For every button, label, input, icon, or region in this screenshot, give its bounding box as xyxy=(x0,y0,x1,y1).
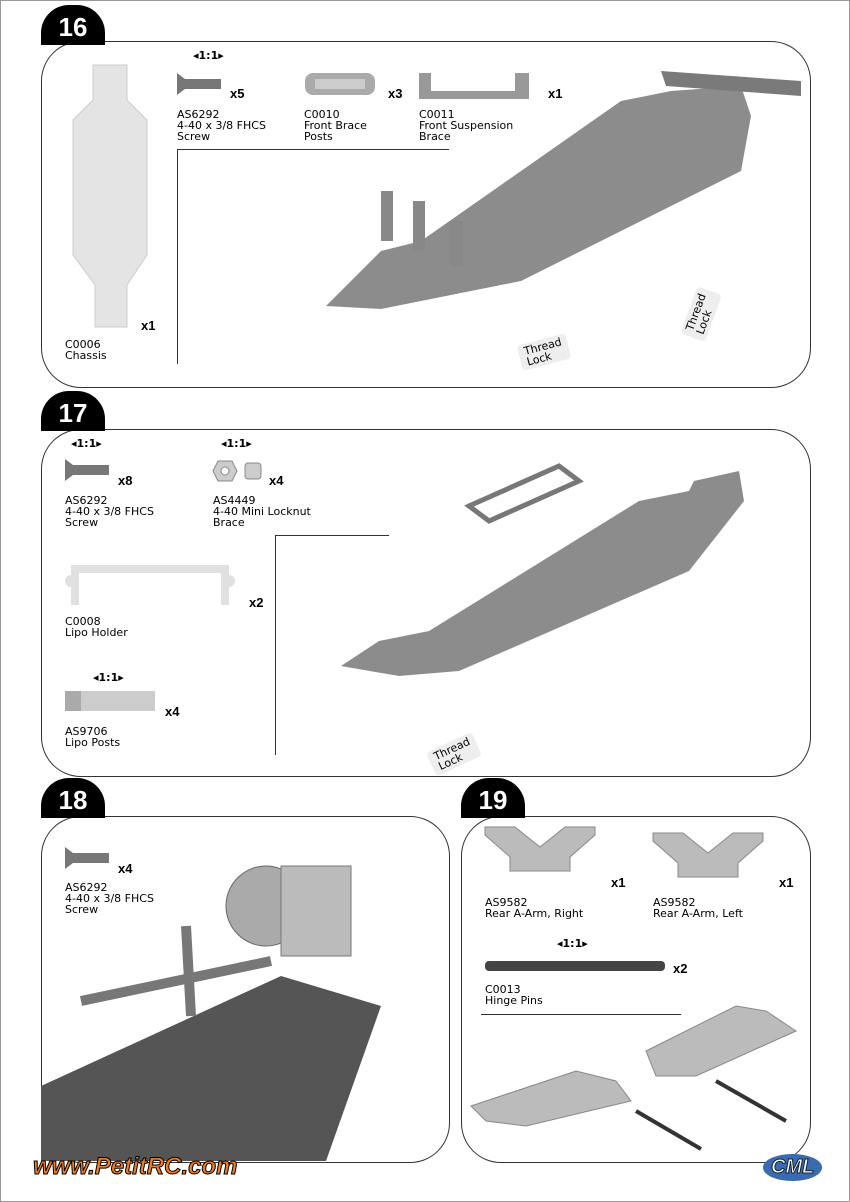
part-qty: x1 xyxy=(611,875,626,890)
a-arm-assembly-diagram xyxy=(470,1005,798,1151)
divider xyxy=(275,535,276,755)
part-qty: x2 xyxy=(673,961,688,976)
divider xyxy=(275,535,389,536)
part-code: AS4449 xyxy=(213,494,256,507)
part-name: Rear A-Arm, Left xyxy=(653,907,743,920)
chassis-assembly-diagram xyxy=(326,71,801,309)
screw-icon xyxy=(65,459,109,481)
part-name: Hinge Pins xyxy=(485,994,543,1007)
part-code: AS6292 xyxy=(177,108,220,121)
brand-logo: CML xyxy=(763,1154,823,1181)
chassis-icon xyxy=(72,64,148,328)
part-name: Lipo Posts xyxy=(65,736,121,749)
part-qty: x2 xyxy=(249,595,264,610)
step-17-panel xyxy=(41,429,811,777)
divider xyxy=(481,1014,681,1015)
screw-icon xyxy=(65,847,109,869)
scale-indicator: ◂1:1▸ xyxy=(193,49,224,62)
lipo-holder-icon xyxy=(65,565,235,605)
website-logo: www.PetitRC.com xyxy=(32,1153,238,1181)
part-code: AS9582 xyxy=(653,896,696,909)
part-qty: x8 xyxy=(118,473,133,488)
part-code: AS9706 xyxy=(65,725,108,738)
a-arm-right-icon xyxy=(484,826,596,872)
part-code: C0006 xyxy=(65,338,101,351)
step-number: 16 xyxy=(41,5,105,45)
part-name: Chassis xyxy=(65,349,107,362)
scale-indicator: ◂1:1▸ xyxy=(557,937,588,950)
part-name: 4-40 Mini Locknut Brace xyxy=(213,505,311,529)
step-number: 18 xyxy=(41,778,105,818)
part-name: Front Suspension Brace xyxy=(419,119,514,143)
screw-icon xyxy=(177,73,221,95)
part-qty: x3 xyxy=(388,86,403,101)
suspension-brace-icon xyxy=(419,73,529,99)
part-code: C0010 xyxy=(304,108,340,121)
part-name: Rear A-Arm, Right xyxy=(485,907,584,920)
part-code: AS6292 xyxy=(65,881,108,894)
hinge-pin-icon xyxy=(485,961,665,971)
part-name: Lipo Holder xyxy=(65,626,128,639)
part-qty: x1 xyxy=(548,86,563,101)
divider xyxy=(177,149,449,150)
part-qty: x4 xyxy=(165,704,180,719)
part-qty: x4 xyxy=(118,861,133,876)
brace-post-icon xyxy=(305,73,375,95)
divider xyxy=(177,149,178,364)
lipo-holder-assembly-diagram xyxy=(341,463,744,676)
part-qty: x5 xyxy=(230,86,245,101)
part-code: AS6292 xyxy=(65,494,108,507)
scale-indicator: ◂1:1▸ xyxy=(71,437,102,450)
step-number: 19 xyxy=(461,778,525,818)
part-name: 4-40 x 3/8 FHCS Screw xyxy=(177,119,266,143)
part-code: C0008 xyxy=(65,615,101,628)
part-code: C0011 xyxy=(419,108,455,121)
part-name: Front Brace Posts xyxy=(304,119,367,143)
gearbox-assembly-diagram xyxy=(41,865,381,1161)
part-qty: x1 xyxy=(141,318,156,333)
lipo-post-icon xyxy=(65,691,155,711)
part-code: C0013 xyxy=(485,983,521,996)
scale-indicator: ◂1:1▸ xyxy=(93,671,124,684)
a-arm-left-icon xyxy=(652,832,764,878)
step-number: 17 xyxy=(41,391,105,431)
locknut-icon xyxy=(212,460,262,482)
part-name: 4-40 x 3/8 FHCS Screw xyxy=(65,892,154,916)
scale-indicator: ◂1:1▸ xyxy=(221,437,252,450)
part-qty: x4 xyxy=(269,473,284,488)
part-code: AS9582 xyxy=(485,896,528,909)
part-qty: x1 xyxy=(779,875,794,890)
part-name: 4-40 x 3/8 FHCS Screw xyxy=(65,505,154,529)
